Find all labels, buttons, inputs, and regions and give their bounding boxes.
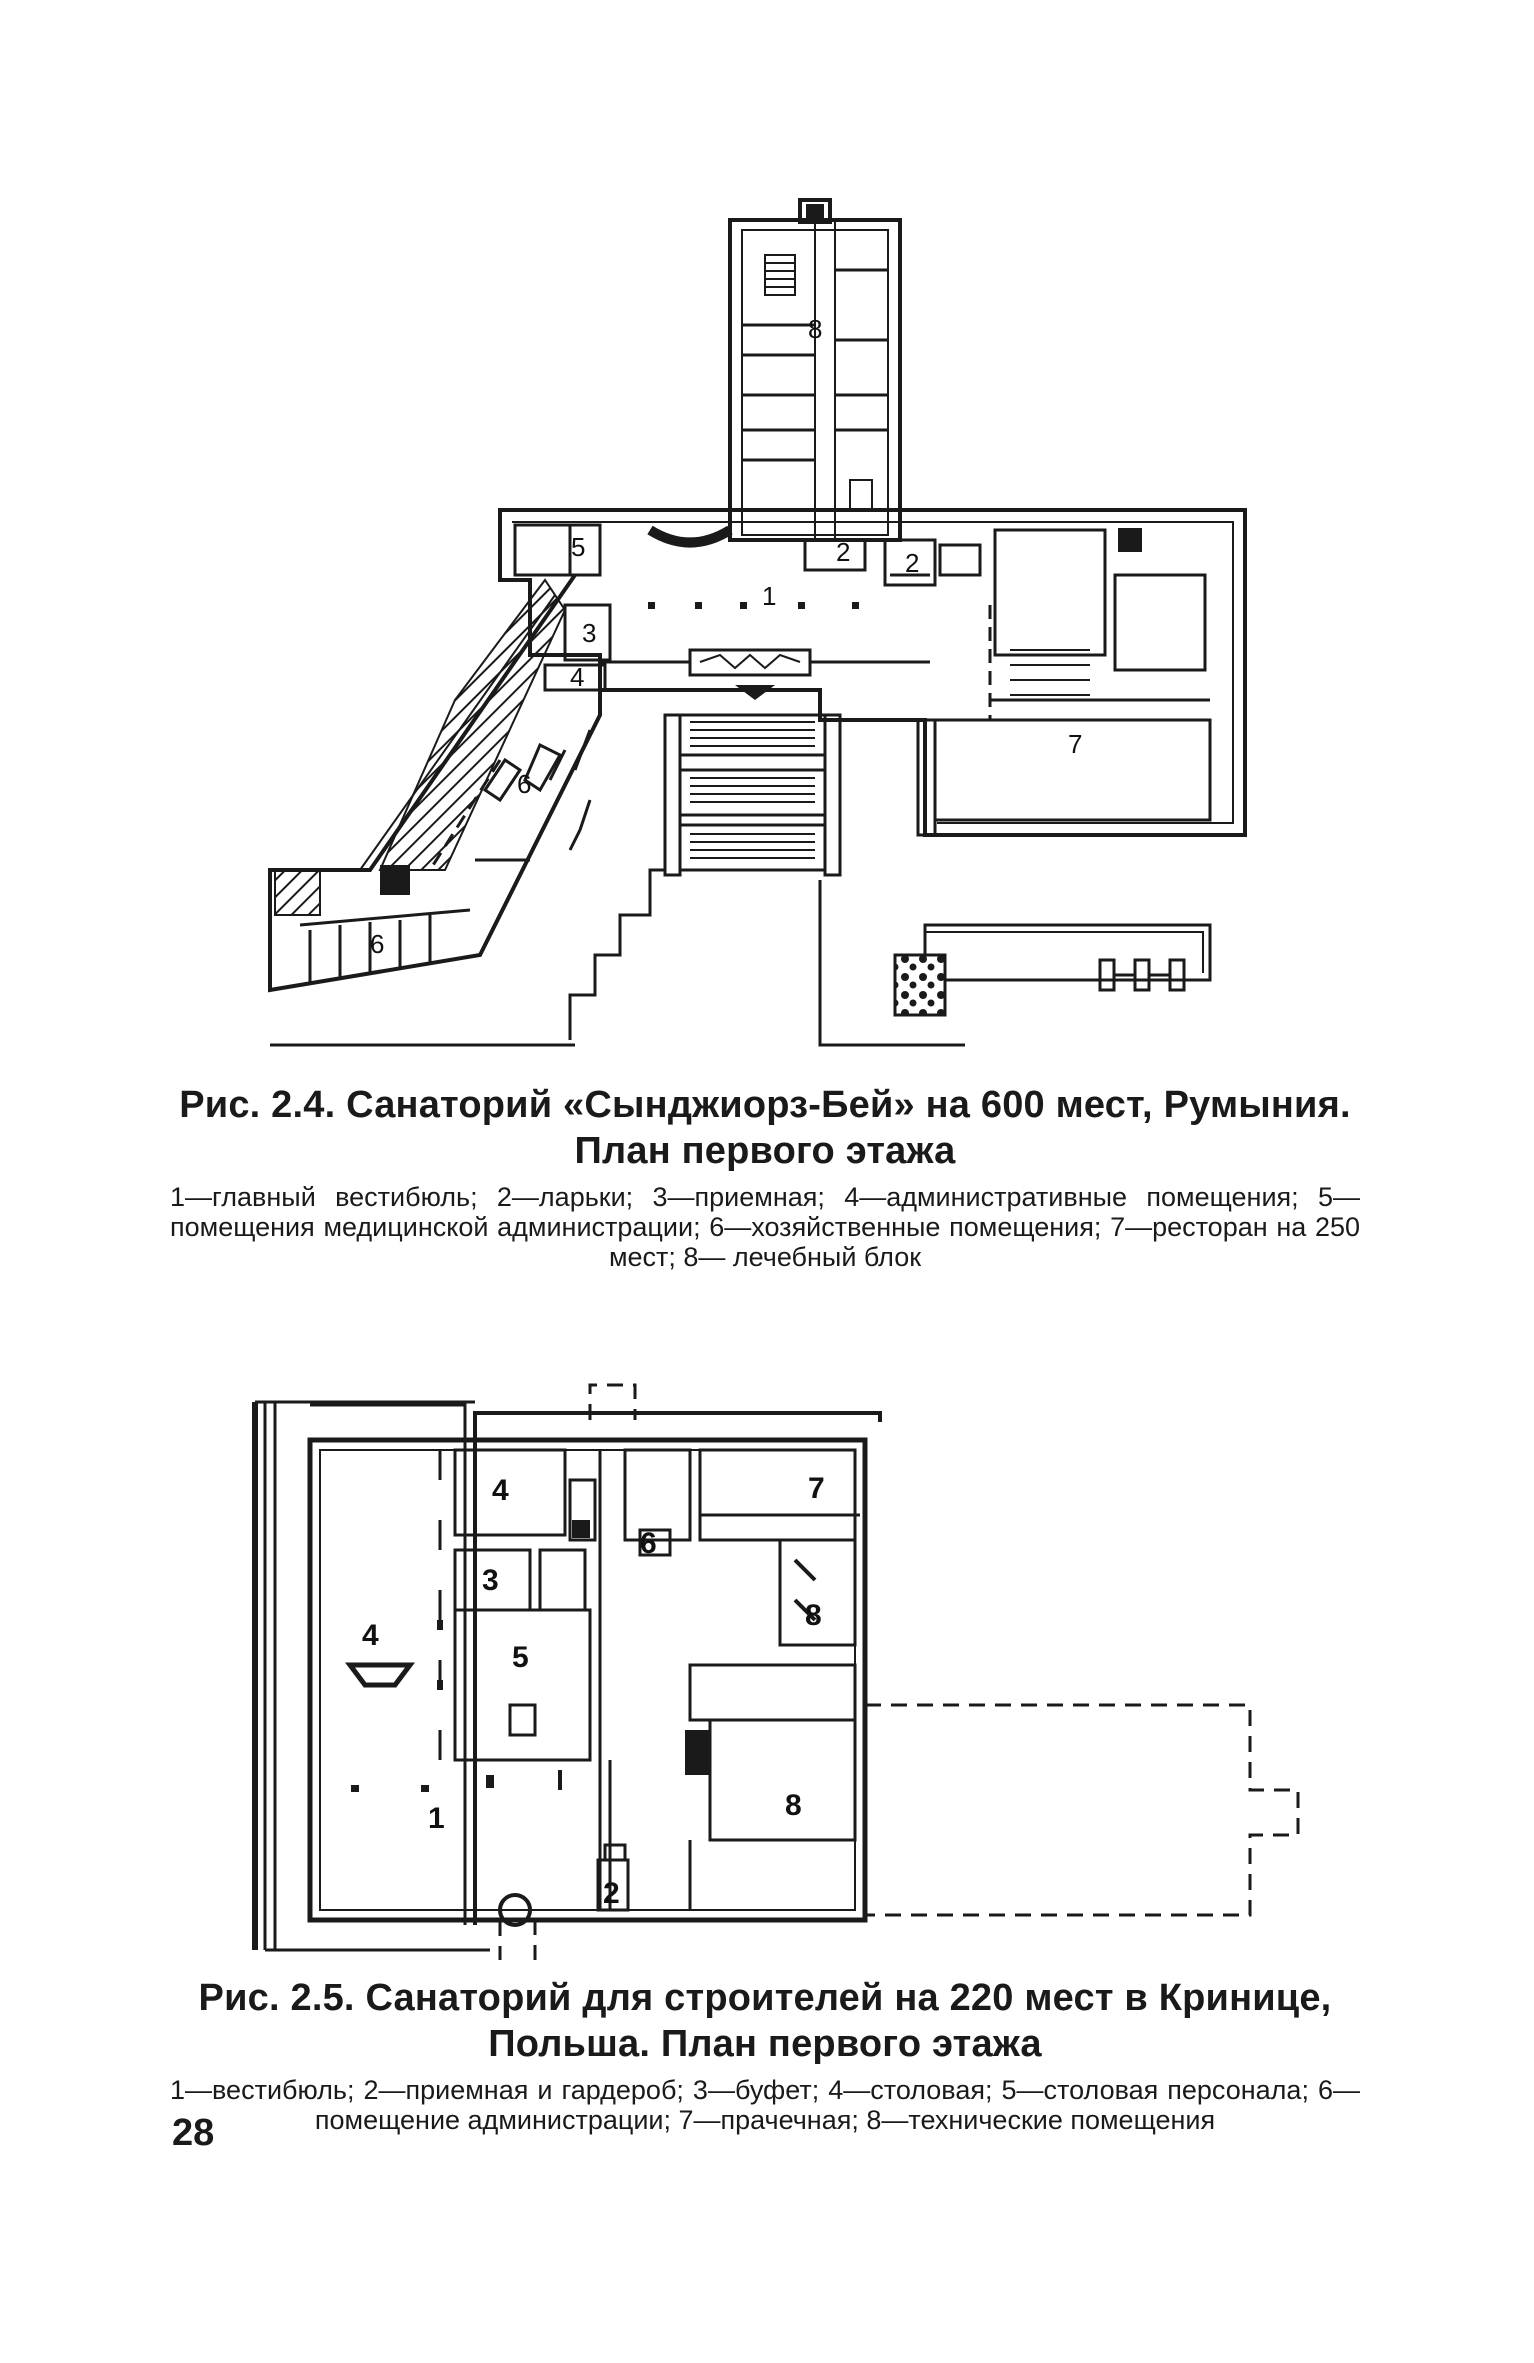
room-label-3: 3 [482,1564,499,1597]
room-label-8-lower: 8 [785,1789,802,1822]
room-label-8: 8 [808,314,822,344]
room-label-2b: 2 [905,548,919,578]
treatment-block [728,198,902,542]
pool-element [893,923,1212,1017]
room-label-6b: 6 [370,929,384,959]
room-label-6a: 6 [517,769,531,799]
room-label-5: 5 [571,532,585,562]
entrance-stairs [270,685,965,1047]
building-outline [252,1400,882,1952]
room-label-1: 1 [428,1802,445,1835]
room-label-8-upper: 8 [805,1599,822,1632]
figure-2-4-legend: 1—главный вестибюль; 2—ларьки; 3—приемна… [170,1182,1360,1272]
figure-2-5-title: Рис. 2.5. Санаторий для строителей на 22… [198,1977,1332,2065]
room-label-1: 1 [762,581,776,611]
room-label-4-left: 4 [362,1619,379,1652]
room-label-3: 3 [582,618,596,648]
dashed-annex [498,1383,1300,1960]
room-label-7: 7 [1068,729,1082,759]
room-label-7: 7 [808,1472,825,1505]
floor-plan-figure-2-4: 8 5 2 2 1 3 4 7 6 6 [0,0,1534,1070]
figure-2-4-title: Рис. 2.4. Санаторий «Сынджиорз-Бей» на 6… [179,1084,1351,1172]
figure-2-5-legend: 1—вестибюль; 2—приемная и гардероб; 3—бу… [170,2075,1360,2135]
floor-plan-figure-2-5: 4 7 6 3 4 5 8 1 2 8 [0,1380,1534,1960]
figure-2-5-caption: Рис. 2.5. Санаторий для строителей на 22… [170,1975,1360,2135]
room-label-6: 6 [640,1527,657,1560]
central-building [498,508,1247,837]
page-number: 28 [172,2112,215,2154]
room-label-5: 5 [512,1641,529,1674]
interior-rooms [345,1448,860,1927]
room-label-2a: 2 [836,537,850,567]
room-label-2: 2 [603,1877,620,1910]
figure-2-4-caption: Рис. 2.4. Санаторий «Сынджиорз-Бей» на 6… [170,1082,1360,1272]
room-label-4-top: 4 [492,1474,509,1507]
diagonal-wing [268,573,602,993]
room-label-4: 4 [570,662,584,692]
